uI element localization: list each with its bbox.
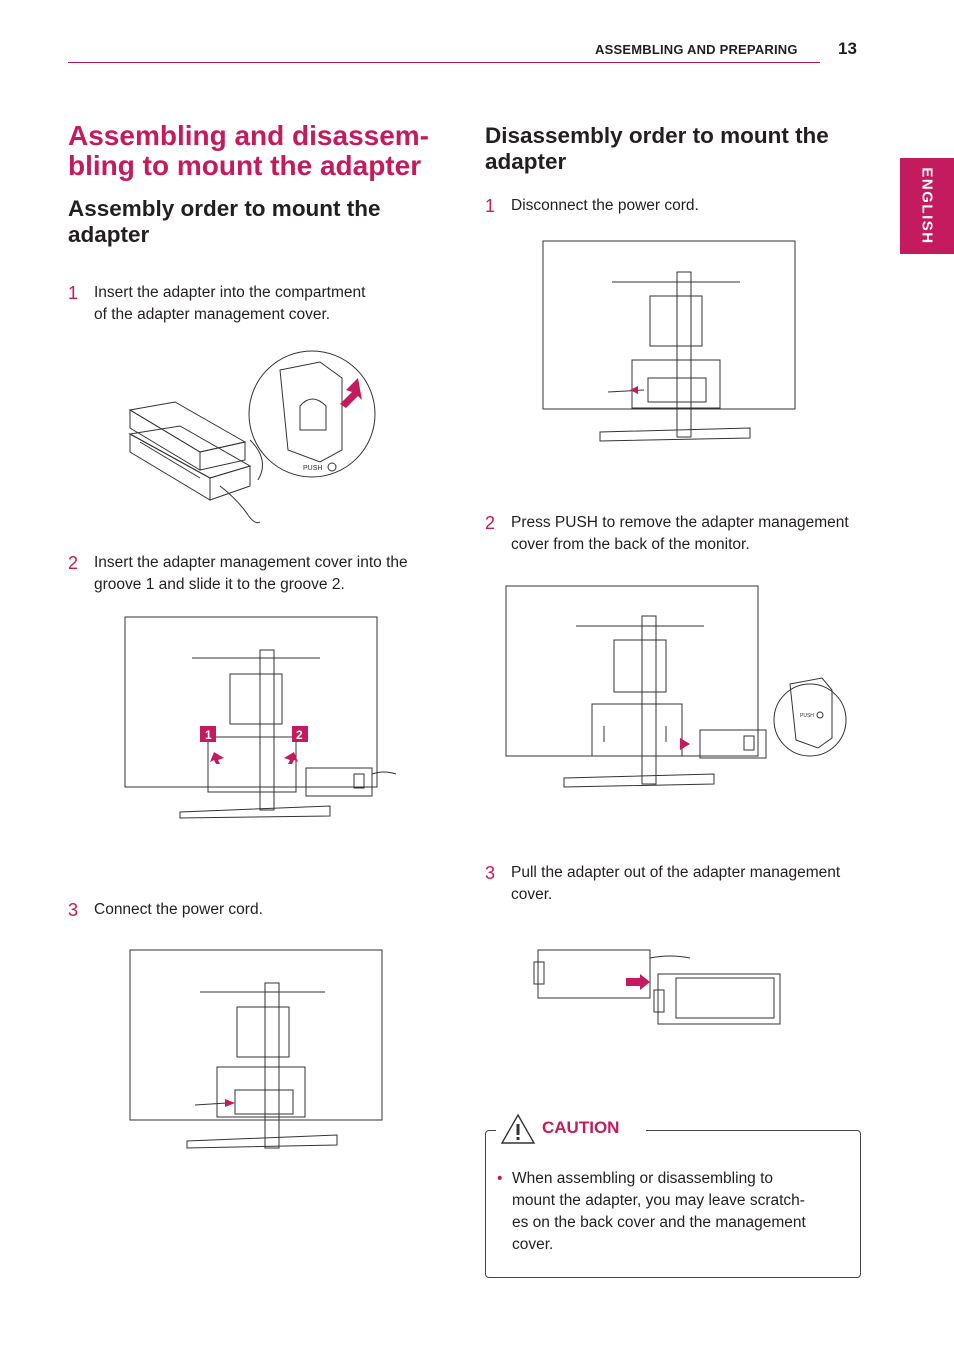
figure-cover-into-groove: 1 2 xyxy=(124,616,397,819)
disassembly-heading-line-1: Disassembly order to mount the xyxy=(485,123,829,148)
disassembly-step-2-number: 2 xyxy=(485,513,496,533)
figure1-push-label: PUSH xyxy=(303,465,322,472)
groove-label-1: 1 xyxy=(205,728,212,742)
language-tab: ENGLISH xyxy=(900,158,954,254)
page-number: 13 xyxy=(838,39,857,58)
caution-text-line-4: cover. xyxy=(512,1236,554,1253)
caution-bullet: • xyxy=(497,1170,503,1187)
assembly-heading-line-2: adapter xyxy=(68,222,150,247)
header-divider xyxy=(68,62,820,63)
assembly-step-2-number: 2 xyxy=(68,553,79,573)
warning-triangle-icon xyxy=(500,1113,536,1144)
assembly-step-1-line-1: Insert the adapter into the compartment xyxy=(94,284,366,301)
language-tab-label: ENGLISH xyxy=(918,167,936,245)
disassembly-step-1-number: 1 xyxy=(485,196,496,216)
caution-text-line-3: es on the back cover and the management xyxy=(512,1214,806,1231)
figure-disconnect-power-cord xyxy=(542,240,796,442)
disassembly-step-1-line-1: Disconnect the power cord. xyxy=(511,197,699,214)
main-title-line-2: bling to mount the adapter xyxy=(68,150,422,181)
disassembly-step-2-line-2: cover from the back of the monitor. xyxy=(511,536,750,553)
assembly-step-2-line-2: groove 1 and slide it to the groove 2. xyxy=(94,576,345,593)
caution-text-line-2: mount the adapter, you may leave scratch… xyxy=(512,1192,805,1209)
assembly-step-1-number: 1 xyxy=(68,283,79,303)
figure2-push-label: PUSH xyxy=(800,713,814,719)
running-header: ASSEMBLING AND PREPARING xyxy=(595,42,798,57)
groove-label-2: 2 xyxy=(296,728,303,742)
caution-text-line-1: When assembling or disassembling to xyxy=(512,1170,774,1187)
figure-press-push-remove-cover: PUSH xyxy=(505,585,847,788)
caution-label: CAUTION xyxy=(542,1118,620,1137)
assembly-step-3-number: 3 xyxy=(68,900,79,920)
disassembly-step-3-line-2: cover. xyxy=(511,886,553,903)
assembly-step-3-line-1: Connect the power cord. xyxy=(94,901,263,918)
main-title-line-1: Assembling and disassem- xyxy=(68,120,430,151)
figure-adapter-into-cover: PUSH xyxy=(128,350,376,524)
disassembly-heading-line-2: adapter xyxy=(485,149,567,174)
figure-connect-power-cord xyxy=(129,949,383,1149)
disassembly-step-3-number: 3 xyxy=(485,863,496,883)
caution-box xyxy=(485,1130,861,1278)
figure-pull-adapter-out xyxy=(533,949,781,1025)
assembly-step-2-line-1: Insert the adapter management cover into… xyxy=(94,554,408,571)
disassembly-step-2-line-1: Press PUSH to remove the adapter managem… xyxy=(511,514,849,531)
caution-header-gap xyxy=(496,1118,646,1142)
assembly-heading-line-1: Assembly order to mount the xyxy=(68,196,381,221)
disassembly-step-3-line-1: Pull the adapter out of the adapter mana… xyxy=(511,864,841,881)
assembly-step-1-line-2: of the adapter management cover. xyxy=(94,306,331,323)
